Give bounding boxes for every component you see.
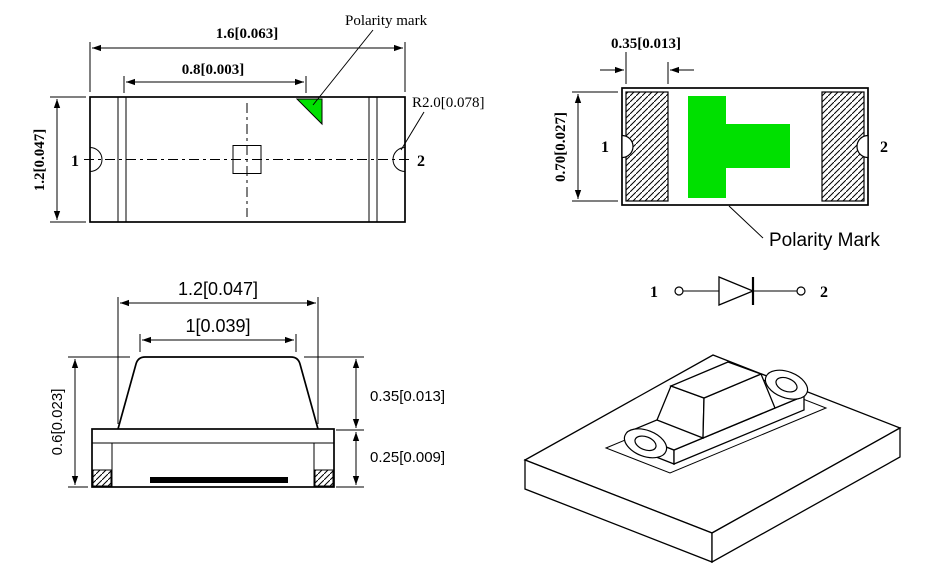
dim-pad-width-text: 0.35[0.013]	[611, 36, 681, 52]
die-square	[232, 145, 262, 174]
dim-lens-width-text: 1[0.039]	[185, 316, 250, 336]
bottom-contact-strip	[150, 477, 288, 483]
side-view: 1.2[0.047] 1[0.039] 0.6[0.023] 0.35[0.01…	[49, 279, 445, 488]
polarity-leader-line	[312, 29, 374, 106]
board-right-face	[711, 426, 901, 564]
dim-side-width-text: 1.2[0.047]	[32, 129, 48, 192]
polarity-leader-line	[728, 205, 764, 239]
schematic-symbol: 1 2	[650, 276, 828, 306]
led-terminal-left-inner	[634, 435, 657, 452]
dim-base-height-text: 0.25[0.009]	[370, 449, 445, 466]
base-outline	[91, 428, 335, 488]
dim-inner-length-text: 0.8[0.003]	[182, 62, 245, 78]
top-view: 1.6[0.063] 0.8[0.003] 1.2[0.047] Polarit…	[32, 13, 485, 223]
terminal-2-node	[796, 286, 806, 296]
notch-left	[89, 147, 103, 172]
radius-label: R2.0[0.078]	[412, 95, 485, 111]
pad-view: 0.35[0.013] 0.70[0.027] 1 2 Polarity Mar…	[553, 36, 888, 251]
notch-right	[856, 134, 869, 159]
terminal-left	[92, 469, 112, 487]
dim-overall-length-text: 1.6[0.063]	[216, 26, 279, 42]
terminal-1-node	[674, 286, 684, 296]
dim-pad-height-text: 0.70[0.027]	[553, 112, 569, 182]
pin2-label: 2	[880, 139, 888, 156]
iso-view	[523, 354, 902, 564]
polarity-mark-shape	[688, 96, 790, 198]
pin2-label: 2	[417, 153, 425, 170]
notch-left	[621, 134, 634, 159]
polarity-triangle	[295, 98, 323, 126]
pin1-label: 1	[650, 284, 658, 301]
pin2-label: 2	[820, 284, 828, 301]
pin1-label: 1	[71, 153, 79, 170]
dim-lens-height-text: 0.35[0.013]	[370, 388, 445, 405]
led-terminal-right-inner	[775, 376, 798, 393]
led-body-top-face	[669, 361, 763, 399]
pin1-label: 1	[601, 139, 609, 156]
polarity-mark-label: Polarity mark	[345, 13, 428, 29]
polarity-mark-label: Polarity Mark	[769, 230, 880, 251]
terminal-right	[314, 469, 334, 487]
diode-triangle	[718, 276, 755, 306]
dim-total-height-text: 0.6[0.023]	[49, 389, 66, 456]
lens-outline	[117, 356, 319, 430]
radius-leader-line	[400, 111, 425, 151]
dim-body-width-text: 1.2[0.047]	[178, 279, 258, 299]
